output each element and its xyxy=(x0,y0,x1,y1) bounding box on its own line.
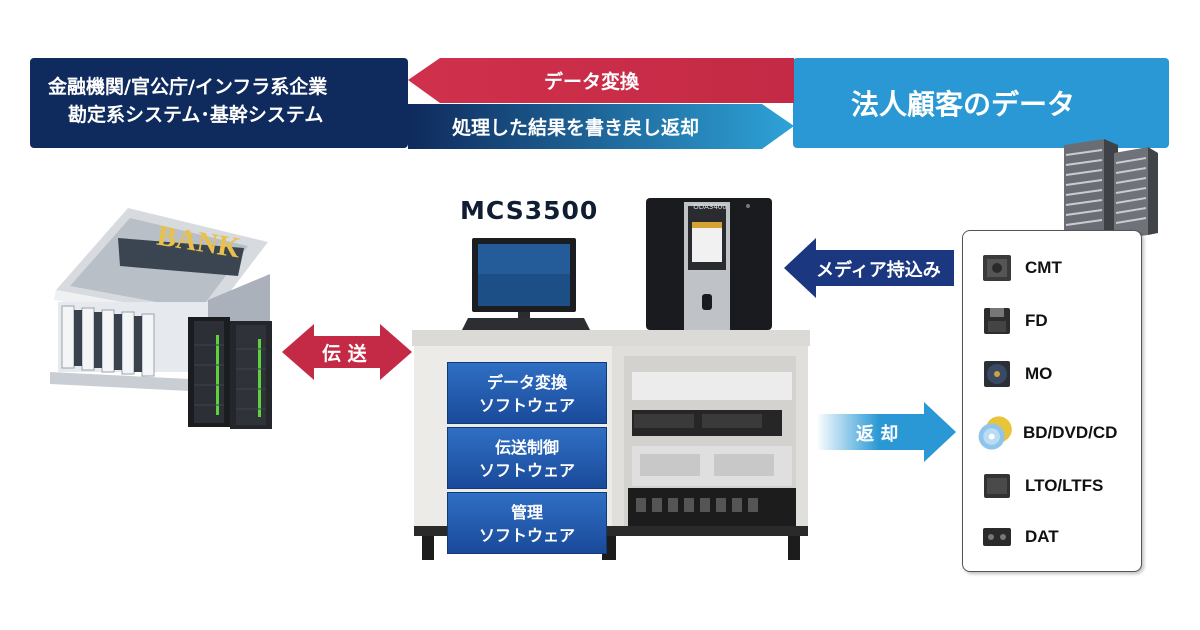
server-tower-icon xyxy=(1064,139,1158,247)
media-label-lto: LTO/LTFS xyxy=(1025,476,1104,495)
data-conversion-arrow xyxy=(408,58,794,103)
device-label: ODA3400 xyxy=(693,203,727,211)
return-label: 返 却 xyxy=(856,424,899,445)
cmt-cartridge-icon xyxy=(983,255,1011,281)
mainframe-icon xyxy=(188,317,272,429)
floppy-disk-icon xyxy=(984,308,1010,334)
client-sector-box: 金融機関/官公庁/インフラ系企業 勘定系システム･基幹システム xyxy=(30,58,408,148)
media-item-dat: DAT xyxy=(981,521,1059,553)
client-line-1: 金融機関/官公庁/インフラ系企業 xyxy=(48,76,328,98)
transfer-double-arrow xyxy=(282,324,412,380)
customer-data-label: 法人顧客のデータ xyxy=(851,88,1076,121)
software-2-line1: 管理 xyxy=(510,503,543,522)
software-0-line1: データ変換 xyxy=(486,373,567,392)
media-label-fd: FD xyxy=(1025,311,1048,330)
media-label-dat: DAT xyxy=(1025,527,1059,546)
software-box-data-conversion: データ変換 ソフトウェア xyxy=(447,362,607,424)
transfer-label: 伝 送 xyxy=(322,343,367,365)
software-1-line2: ソフトウェア xyxy=(478,461,575,480)
model-name: MCS3500 xyxy=(460,196,599,225)
media-label-optical: BD/DVD/CD xyxy=(1023,423,1118,442)
media-item-cmt: CMT xyxy=(981,252,1062,284)
client-line-2: 勘定系システム･基幹システム xyxy=(68,104,324,126)
software-box-transfer-control: 伝送制御 ソフトウェア xyxy=(447,427,607,489)
media-bring-in-arrow xyxy=(784,238,954,298)
keyboard-icon xyxy=(462,318,590,330)
media-item-mo: MO xyxy=(981,358,1052,390)
media-bring-in-label: メディア持込み xyxy=(816,260,941,281)
software-0-line2: ソフトウェア xyxy=(478,396,575,415)
lto-tape-icon xyxy=(984,474,1010,498)
software-box-management: 管理 ソフトウェア xyxy=(447,492,607,554)
media-item-lto: LTO/LTFS xyxy=(981,470,1103,502)
bank-building-icon xyxy=(50,208,272,392)
media-item-fd: FD xyxy=(981,305,1048,337)
write-back-label: 処理した結果を書き戻し返却 xyxy=(452,117,700,139)
write-back-arrow xyxy=(408,104,794,149)
data-conversion-label: データ変換 xyxy=(544,71,640,93)
storage-device-icon xyxy=(646,198,772,330)
optical-disc-icon xyxy=(978,416,1012,450)
return-arrow xyxy=(816,402,956,462)
media-item-optical: BD/DVD/CD xyxy=(975,414,1117,452)
software-1-line1: 伝送制御 xyxy=(494,438,559,457)
media-label-mo: MO xyxy=(1025,364,1053,383)
mo-disk-icon xyxy=(984,361,1010,387)
customer-data-box: 法人顧客のデータ xyxy=(793,58,1169,148)
media-list-panel: CMT FD MO BD/DVD/CD LTO/LTFS xyxy=(962,230,1142,572)
media-label-cmt: CMT xyxy=(1025,258,1062,277)
software-2-line2: ソフトウェア xyxy=(478,526,575,545)
dat-tape-icon xyxy=(983,528,1011,546)
